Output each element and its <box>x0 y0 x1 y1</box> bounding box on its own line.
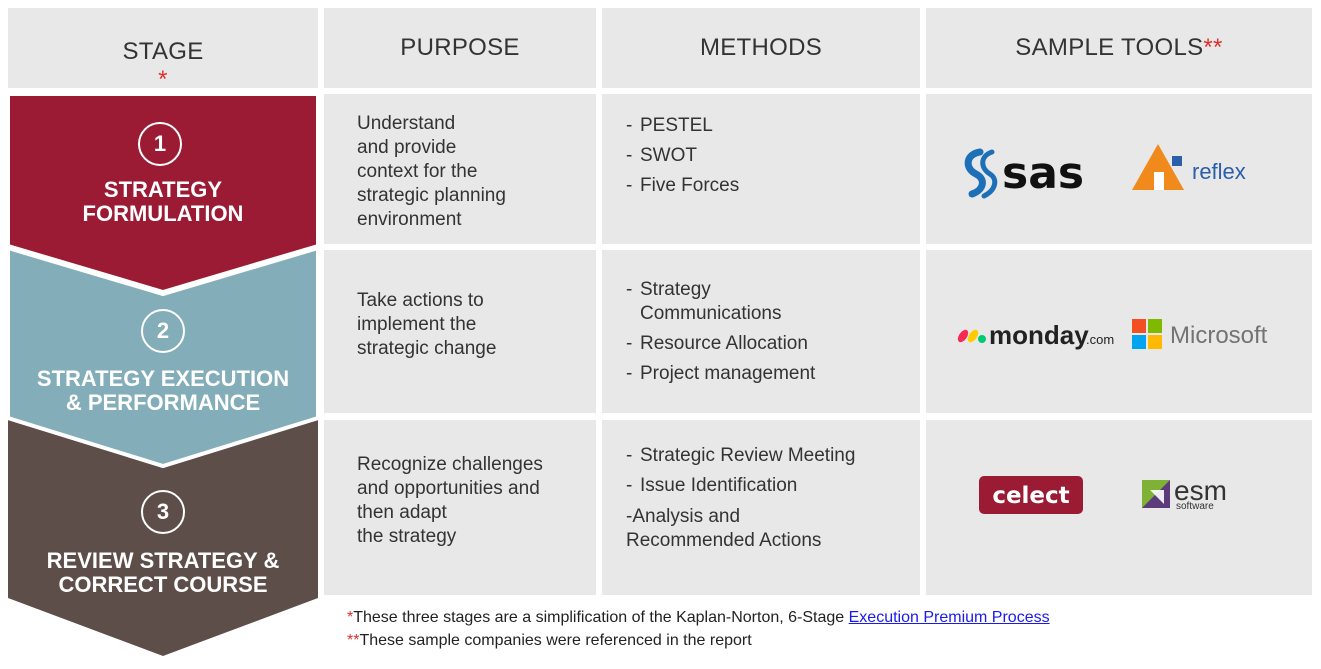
monday-dot-green <box>978 335 986 343</box>
header-tools-cell: SAMPLE TOOLS** <box>926 8 1312 88</box>
footnote-2-mark: ** <box>347 632 360 649</box>
header-stage: STAGE <box>122 38 204 65</box>
purpose-3: Recognize challenges and opportunities a… <box>357 454 543 547</box>
reflex-wordmark: reflex <box>1192 159 1246 184</box>
method-item: Strategy Communications <box>626 278 815 326</box>
method-item: Resource Allocation <box>626 332 815 356</box>
purpose-2: Take actions to implement the strategic … <box>357 290 497 359</box>
sas-wordmark: sas <box>1002 148 1084 199</box>
stage-1-number: 1 <box>138 122 182 166</box>
reflex-triangle-icon <box>1132 144 1184 190</box>
stage-1-title: STRATEGY FORMULATION <box>82 177 244 226</box>
stage-2-title: STRATEGY EXECUTION & PERFORMANCE <box>36 366 290 415</box>
header-stage-cell: STAGE * <box>8 8 318 93</box>
celect-wordmark: celect <box>992 483 1069 509</box>
reflex-logo: reflex <box>1132 144 1246 190</box>
monday-dot-red <box>957 329 969 343</box>
footnote-1-mark: * <box>347 609 354 626</box>
esm-wordmark: esm <box>1174 476 1227 506</box>
header-methods-cell: METHODS <box>602 8 920 88</box>
monday-dot-yellow <box>967 329 979 343</box>
footnote-2-text: These sample companies were referenced i… <box>359 632 752 649</box>
stage-3-number: 3 <box>141 490 185 534</box>
purpose-cell-3 <box>324 420 596 595</box>
tools-cell-1 <box>926 94 1312 244</box>
stage-2-number: 2 <box>141 309 185 353</box>
methods-list-1: PESTEL SWOT Five Forces <box>626 114 739 204</box>
microsoft-wordmark: Microsoft <box>1170 322 1268 349</box>
methods-list-2: Strategy Communications Resource Allocat… <box>626 278 815 392</box>
stage-chevrons <box>6 92 320 656</box>
execution-premium-link[interactable]: Execution Premium Process <box>848 609 1050 626</box>
purpose-cell-1 <box>324 94 596 244</box>
header-purpose-cell: PURPOSE <box>324 8 596 88</box>
method-item: Five Forces <box>626 174 739 198</box>
tools-cell-2 <box>926 250 1312 413</box>
sas-s-icon <box>964 148 986 198</box>
header-stage-mark: * <box>158 66 168 93</box>
purpose-cell-2 <box>324 250 596 413</box>
header-tools: SAMPLE TOOLS** <box>926 34 1312 62</box>
monday-wordmark: monday <box>989 320 1089 350</box>
method-item-analysis: -Analysis and Recommended Actions <box>626 506 822 551</box>
stage-3-chevron <box>8 420 318 656</box>
esm-logo: esm software <box>1142 476 1227 512</box>
celect-logo: celect <box>979 476 1083 514</box>
method-item: SWOT <box>626 144 739 168</box>
header-tools-mark: ** <box>1203 34 1223 61</box>
purpose-1: Understand and provide context for the s… <box>357 113 506 230</box>
method-item: PESTEL <box>626 114 739 138</box>
header-purpose: PURPOSE <box>400 34 520 61</box>
footnote-1: *These three stages are a simplification… <box>347 609 1050 627</box>
ms-square-blue <box>1132 335 1146 349</box>
footnote-1-text: These three stages are a simplification … <box>353 609 849 626</box>
method-item: Issue Identification <box>626 474 855 498</box>
monday-logo: monday .com <box>957 320 1114 350</box>
stage-3-title: REVIEW STRATEGY & CORRECT COURSE <box>46 548 280 597</box>
ms-square-yellow <box>1148 335 1162 349</box>
microsoft-logo: Microsoft <box>1132 319 1268 349</box>
header-tools-label: SAMPLE TOOLS <box>1015 34 1204 61</box>
stage-1-chevron <box>6 92 320 295</box>
method-item: Project management <box>626 362 815 386</box>
monday-suffix: .com <box>1086 332 1114 347</box>
ms-square-red <box>1132 319 1146 333</box>
header-methods: METHODS <box>699 34 823 61</box>
ms-square-green <box>1148 319 1162 333</box>
method-item: Strategic Review Meeting <box>626 444 855 468</box>
methods-list-3: Strategic Review Meeting Issue Identific… <box>626 444 855 504</box>
sas-logo: sas <box>964 148 1084 199</box>
esm-subtitle: software <box>1176 501 1214 512</box>
footnote-2: **These sample companies were referenced… <box>347 632 752 650</box>
